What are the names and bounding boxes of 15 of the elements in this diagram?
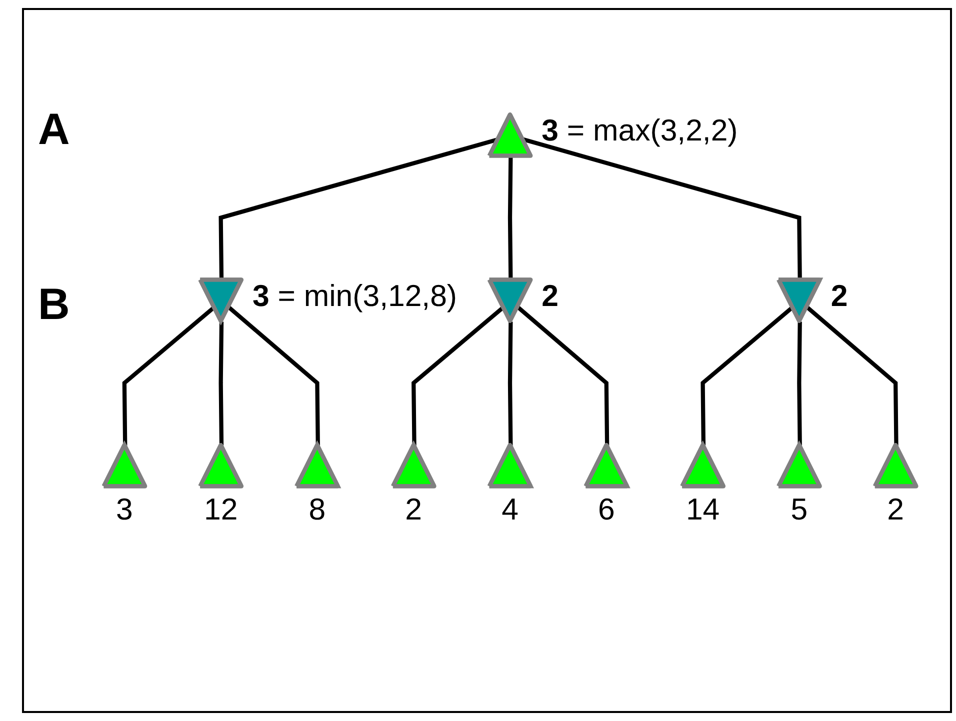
- node-value: 6: [598, 493, 615, 526]
- level-label: A: [38, 105, 70, 155]
- node-value: 3 = min(3,12,8): [252, 280, 457, 313]
- node-value: 2: [542, 280, 559, 313]
- node-value: 3: [116, 493, 133, 526]
- node-value: 2: [405, 493, 422, 526]
- node-value: 8: [308, 493, 326, 526]
- node-value: 3 = max(3,2,2): [542, 114, 738, 148]
- node-value: 14: [686, 493, 720, 526]
- node-value: 2: [830, 280, 848, 313]
- node-value: 12: [204, 493, 238, 526]
- node-value: 5: [790, 493, 808, 526]
- node-value: 4: [502, 493, 518, 526]
- level-label: B: [38, 280, 70, 330]
- node-value: 2: [887, 493, 904, 526]
